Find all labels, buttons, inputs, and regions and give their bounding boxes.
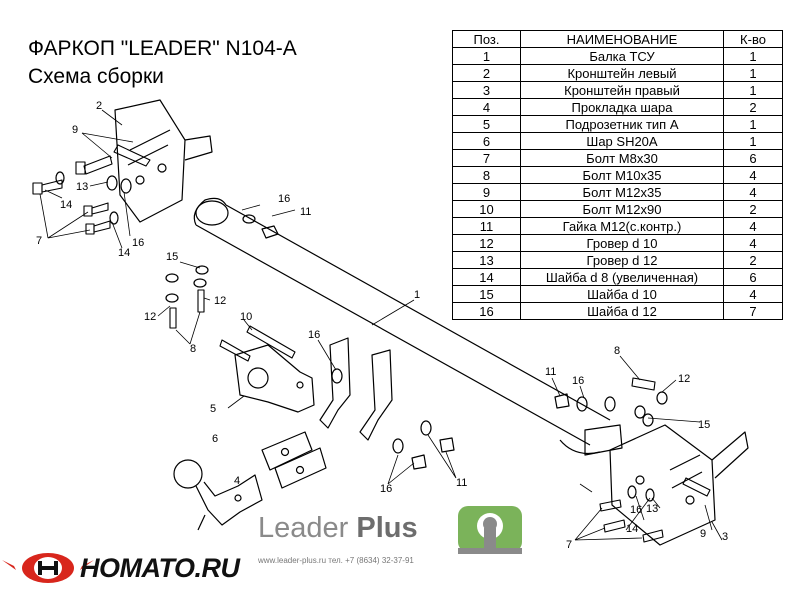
tow-beam <box>193 197 623 456</box>
callout-13b: 13 <box>646 503 658 515</box>
callout-8b: 8 <box>614 345 620 357</box>
socket-bracket <box>234 344 315 413</box>
cell-position: 12 <box>452 234 521 252</box>
callout-13: 13 <box>76 181 88 193</box>
callout-14b: 14 <box>118 247 130 259</box>
callout-11: 11 <box>300 206 311 218</box>
cell-name: Гровер d 10 <box>520 234 724 252</box>
callout-16f: 16 <box>630 504 642 516</box>
callout-4: 4 <box>234 475 240 487</box>
callout-8: 8 <box>190 343 196 355</box>
cell-name: Подрозетник тип А <box>520 115 724 133</box>
side-plates <box>319 337 393 441</box>
callout-9: 9 <box>72 124 78 136</box>
callout-labels: 1 2 3 4 5 6 7 7 8 8 9 9 10 11 11 11 12 1… <box>36 100 728 551</box>
right-bracket <box>609 424 749 546</box>
callout-14: 14 <box>60 199 72 211</box>
callout-7b: 7 <box>566 539 572 551</box>
ball-spacers <box>261 431 327 489</box>
callout-3: 3 <box>722 531 728 543</box>
callout-16b: 16 <box>278 193 290 205</box>
callout-6: 6 <box>212 433 218 445</box>
homato-logo-icon <box>2 553 94 583</box>
callout-11b: 11 <box>456 477 467 489</box>
cell-name: Болт М10х35 <box>520 166 724 184</box>
page-subtitle: Схема сборки <box>28 65 164 88</box>
callout-12c: 12 <box>678 373 690 385</box>
store-name: HOMATO.RU <box>80 553 240 583</box>
callout-16d: 16 <box>380 483 392 495</box>
callout-16c: 16 <box>308 329 320 341</box>
callout-16: 16 <box>132 237 144 249</box>
page-title: ФАРКОП "LEADER" N104-A <box>28 37 297 60</box>
callout-12: 12 <box>214 295 226 307</box>
callout-16e: 16 <box>572 375 584 387</box>
cell-name: Шайба d 12 <box>520 302 724 320</box>
cell-name: Гровер d 12 <box>520 251 724 269</box>
cell-quantity: 7 <box>723 302 783 320</box>
col-name: НАИМЕНОВАНИЕ <box>520 30 724 48</box>
callout-15: 15 <box>166 251 178 263</box>
brand-bold: Plus <box>356 512 418 544</box>
callout-7: 7 <box>36 235 42 247</box>
leader-plus-brand: Leader Plus <box>258 512 418 545</box>
contact-line: www.leader-plus.ru тел. +7 (8634) 32-37-… <box>258 556 414 565</box>
tow-ball <box>173 459 263 531</box>
cell-name: Шайба d 10 <box>520 285 724 303</box>
callout-12b: 12 <box>144 311 156 323</box>
leader-lines <box>39 109 723 541</box>
leader-plus-logo <box>458 506 522 554</box>
bolts <box>32 144 711 543</box>
brand-light: Leader <box>258 512 357 544</box>
callout-14c: 14 <box>626 523 638 535</box>
left-bracket <box>114 99 213 223</box>
cell-name: Кронштейн правый <box>520 81 724 99</box>
washers-and-nuts <box>55 171 668 502</box>
callout-9b: 9 <box>700 528 706 540</box>
callout-11c: 11 <box>545 366 556 378</box>
callout-2: 2 <box>96 100 102 112</box>
callout-5: 5 <box>210 403 216 415</box>
cell-name: Болт М8х30 <box>520 149 724 167</box>
callout-15b: 15 <box>698 419 710 431</box>
callout-1: 1 <box>414 289 420 301</box>
callout-10: 10 <box>240 311 252 323</box>
